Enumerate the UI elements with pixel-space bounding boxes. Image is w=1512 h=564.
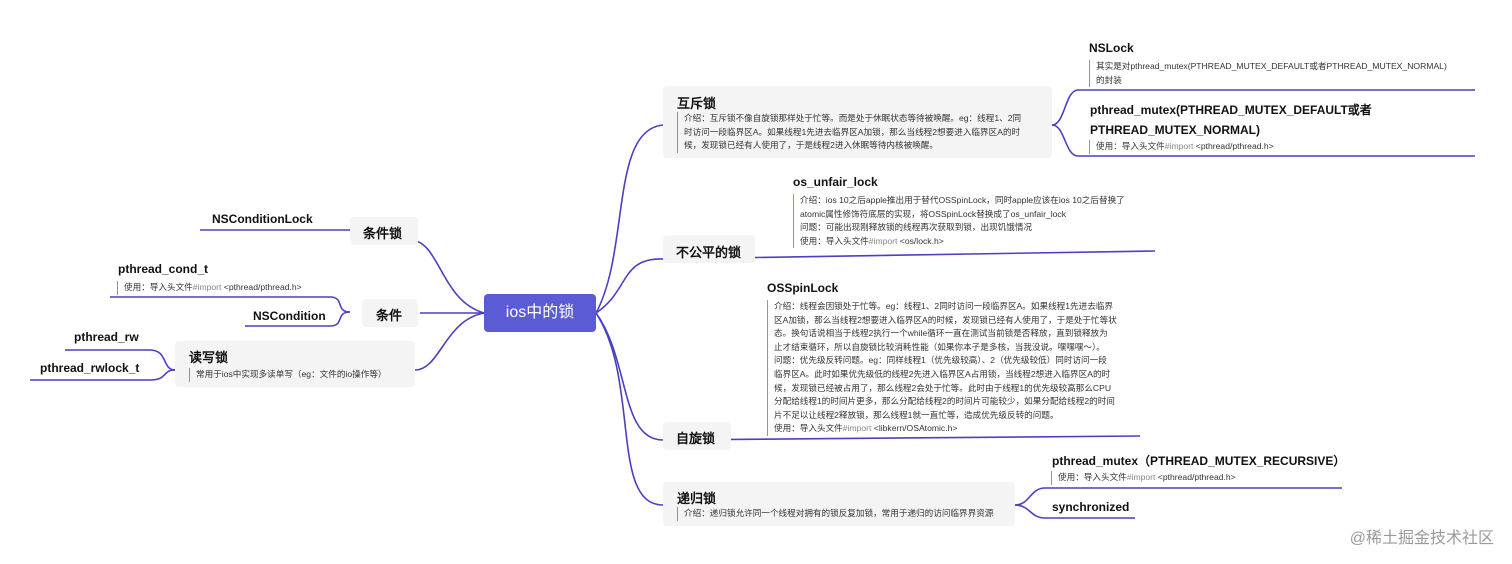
conditionlock-group-title: 条件锁	[363, 226, 403, 241]
link-root-rw	[414, 312, 485, 371]
osspinlock-note-line-8: 分配给线程1的时间片更多，那么分配给线程2的时间片可能较少，如果分配给线程2的时…	[774, 396, 1115, 407]
spin-lock-node[interactable]: 自旋锁	[663, 422, 731, 450]
nslock-note: 其实是对pthread_mutex(PTHREAD_MUTEX_DEFAULT或…	[1089, 60, 1469, 88]
recursive-lock-title: 递归锁	[677, 491, 717, 506]
os-unfair-use-import: #import	[868, 235, 898, 246]
osspinlock-use-text: 使用：导入头文件	[774, 423, 843, 434]
pthread-mutex-line-2: PTHREAD_MUTEX_NORMAL)	[1090, 123, 1261, 137]
nscondition-node[interactable]: NSCondition	[253, 309, 326, 323]
pthread-mutex-line-1: pthread_mutex(PTHREAD_MUTEX_DEFAULT或者	[1090, 103, 1372, 117]
osspinlock-use-header: <libkern/OSAtomic.h>	[871, 423, 958, 434]
nsconditionlock-node[interactable]: NSConditionLock	[212, 212, 313, 226]
os-unfair-note-line-1: 介绍：ios 10之后apple推出用于替代OSSpinLock，同时apple…	[800, 195, 1125, 205]
unfair-lock-title: 不公平的锁	[676, 245, 742, 260]
mutex-note-line-3: 候，发现锁已经有人使用了，于是线程2进入休眠等待内核被唤醒。	[684, 140, 938, 151]
nslock-node[interactable]: NSLock	[1089, 41, 1134, 55]
link-root-mutex	[595, 124, 664, 314]
pthread-cond-t-note-text: 使用：导入头文件	[124, 282, 193, 292]
recursive-lock-note-text: 介绍：递归锁允许同一个线程对拥有的锁反复加锁，常用于递归的访问临界界资源	[684, 508, 994, 518]
link-root-conditionlock	[409, 239, 485, 314]
pmr-note-import: #import	[1126, 472, 1156, 482]
pthread-cond-t-note-import: #import	[192, 282, 222, 292]
osspinlock-note-line-7: 候，发现锁已经被占用了，那么线程2会处于忙等。此时由于线程1的优先级较高那么CP…	[774, 382, 1112, 393]
os-unfair-lock-note: 介绍：ios 10之后apple推出用于替代OSSpinLock，同时apple…	[793, 194, 1153, 249]
rwlock-group-node[interactable]: 读写锁 常用于ios中实现多读单写（eg：文件的io操作等）	[175, 341, 415, 387]
osspinlock-note: 介绍：线程会因锁处于忙等。eg：线程1、2同时访问一段临界区A。如果线程1先进去…	[767, 300, 1137, 436]
pthread-mutex-note-header: <pthread/pthread.h>	[1193, 141, 1274, 151]
spin-lock-title: 自旋锁	[676, 431, 716, 446]
osspinlock-node[interactable]: OSSpinLock	[767, 281, 839, 295]
mutex-note-line-1: 介绍：互斥锁不像自旋锁那样处于忙等。而是处于休眠状态等待被唤醒。eg：线程1、2…	[684, 113, 1022, 123]
condition-group-node[interactable]: 条件	[362, 299, 418, 327]
osspinlock-note-line-9: 片不足以让线程2释放锁，那么线程1就一直忙等，造成优先级反转的问题。	[774, 409, 1059, 420]
mutex-note: 介绍：互斥锁不像自旋锁那样处于忙等。而是处于休眠状态等待被唤醒。eg：线程1、2…	[677, 112, 1049, 153]
pthread-mutex-note-import: #import	[1164, 141, 1194, 151]
condition-group-title: 条件	[376, 308, 403, 323]
os-unfair-lock-node[interactable]: os_unfair_lock	[793, 175, 878, 189]
nslock-note-line-1: 其实是对pthread_mutex(PTHREAD_MUTEX_DEFAULT或…	[1096, 61, 1447, 71]
os-unfair-note-line-2: atomic属性修饰符底层的实现，将OSSpinLock替换成了os_unfai…	[800, 208, 1066, 219]
rwlock-group-note-text: 常用于ios中实现多读单写（eg：文件的io操作等）	[196, 369, 387, 379]
osspinlock-note-line-2: 区A加锁，那么当线程2想要进入临界区A的时候，发现锁已经有人使用了，于是处于忙等…	[774, 314, 1117, 325]
os-unfair-use-text: 使用：导入头文件	[800, 235, 869, 246]
rwlock-group-note: 常用于ios中实现多读单写（eg：文件的io操作等）	[189, 368, 409, 382]
osspinlock-use-import: #import	[842, 423, 872, 434]
osspinlock-note-line-5: 问题：优先级反转问题。eg：同样线程1（优先级较高）、2（优先级较低）同时访问一…	[774, 355, 1107, 366]
pthread-cond-t-node[interactable]: pthread_cond_t	[118, 262, 209, 276]
root-node[interactable]: ios中的锁	[484, 294, 596, 332]
pthread-mutex-note-text: 使用：导入头文件	[1096, 141, 1165, 151]
osspinlock-note-line-4: 止才结束循环，所以自旋锁比较消耗性能（如果你本子是多核，当我没说。嘿嘿嘿～）。	[774, 341, 1105, 352]
pmr-note-text: 使用：导入头文件	[1058, 472, 1127, 482]
pmr-note-header: <pthread/pthread.h>	[1155, 472, 1236, 482]
recursive-lock-node[interactable]: 递归锁 介绍：递归锁允许同一个线程对拥有的锁反复加锁，常用于递归的访问临界界资源	[663, 482, 1015, 526]
mutex-title: 互斥锁	[677, 96, 717, 111]
unfair-lock-node[interactable]: 不公平的锁	[663, 235, 755, 263]
pthread-rwlock-t-node[interactable]: pthread_rwlock_t	[40, 361, 140, 375]
osspinlock-note-line-6: 临界区A。此时如果优先级低的线程2先进入临界区A占用锁，当线程2想进入临界区A的…	[774, 368, 1111, 379]
synchronized-node[interactable]: synchronized	[1052, 500, 1130, 514]
nslock-note-line-2: 的封装	[1096, 74, 1122, 85]
os-unfair-use-header: <os/lock.h>	[897, 235, 944, 246]
rwlock-group-title: 读写锁	[189, 350, 229, 365]
link-root-unfair	[595, 258, 664, 314]
conditionlock-group-node[interactable]: 条件锁	[350, 217, 418, 245]
pthread-mutex-node[interactable]: pthread_mutex(PTHREAD_MUTEX_DEFAULT或者 PT…	[1090, 100, 1372, 140]
recursive-lock-note: 介绍：递归锁允许同一个线程对拥有的锁反复加锁，常用于递归的访问临界界资源	[677, 507, 1007, 521]
watermark: @稀土掘金技术社区	[1349, 530, 1494, 547]
mutex-node[interactable]: 互斥锁 介绍：互斥锁不像自旋锁那样处于忙等。而是处于休眠状态等待被唤醒。eg：线…	[663, 86, 1052, 158]
os-unfair-note-line-3: 问题：可能出现刚释放锁的线程再次获取到锁，出现饥饿情况	[800, 222, 1033, 233]
osspinlock-note-line-3: 态。换句话说相当于线程2执行一个while循环一直在测试当前锁是否释放，直到锁释…	[774, 328, 1108, 339]
pthread-cond-t-note-header: <pthread/pthread.h>	[221, 282, 302, 292]
pthread-mutex-recursive-node[interactable]: pthread_mutex（PTHREAD_MUTEX_RECURSIVE）	[1052, 454, 1346, 468]
pthread-mutex-note: 使用：导入头文件#import <pthread/pthread.h>	[1089, 140, 1349, 154]
osspinlock-note-line-1: 介绍：线程会因锁处于忙等。eg：线程1、2同时访问一段临界区A。如果线程1先进去…	[774, 301, 1114, 311]
pthread-cond-t-note: 使用：导入头文件#import <pthread/pthread.h>	[117, 281, 347, 295]
pthread-rw-node[interactable]: pthread_rw	[74, 330, 139, 344]
link-root-recursive	[595, 312, 664, 506]
pthread-mutex-recursive-note: 使用：导入头文件#import <pthread/pthread.h>	[1051, 471, 1311, 485]
mutex-note-line-2: 时访问一段临界区A。如果线程1先进去临界区A加锁，那么当线程2想要进入临界区A的…	[684, 126, 1021, 137]
